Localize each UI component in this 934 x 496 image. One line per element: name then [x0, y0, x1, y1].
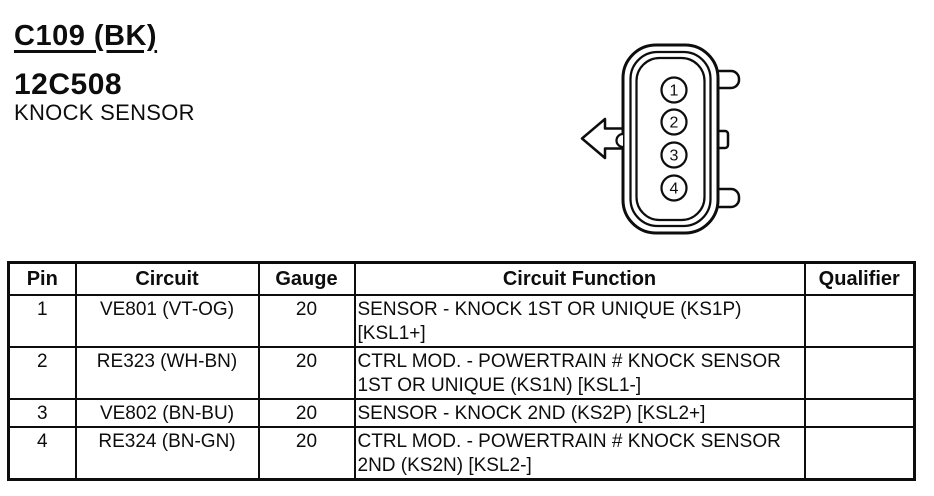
pin-cell: 4	[7, 426, 77, 481]
pin-2-label: 2	[670, 115, 679, 132]
pin-4-circle	[660, 174, 688, 202]
qualifier-cell	[803, 398, 916, 428]
column-header-pin: Pin	[7, 261, 77, 296]
circuit-cell: VE802 (BN-BU)	[74, 398, 260, 428]
gauge-cell: 20	[257, 426, 356, 481]
side-bump	[615, 132, 624, 149]
table-row: 2 RE323 (WH-BN) 20 CTRL MOD. - POWERTRAI…	[7, 346, 916, 400]
pin-1-label: 1	[670, 83, 679, 100]
gauge-cell: 20	[257, 346, 356, 400]
column-header-function: Circuit Function	[353, 261, 806, 296]
pinout-table: Pin Circuit Gauge Circuit Function Quali…	[7, 261, 916, 481]
table-row: 4 RE324 (BN-GN) 20 CTRL MOD. - POWERTRAI…	[7, 426, 916, 481]
circuit-cell: RE323 (WH-BN)	[74, 346, 260, 400]
pin-1-circle	[660, 76, 688, 104]
pin-2-circle	[660, 108, 688, 136]
gauge-cell: 20	[257, 294, 356, 348]
gauge-cell: 20	[257, 398, 356, 428]
component-name: KNOCK SENSOR	[14, 100, 195, 125]
table-row: 1 VE801 (VT-OG) 20 SENSOR - KNOCK 1ST OR…	[7, 294, 916, 348]
qualifier-cell	[803, 294, 916, 348]
pin-cavity-outline	[635, 56, 706, 222]
pin-4-label: 4	[670, 181, 679, 198]
column-header-gauge: Gauge	[257, 261, 356, 296]
circuit-cell: RE324 (BN-GN)	[74, 426, 260, 481]
function-cell: SENSOR - KNOCK 2ND (KS2P) [KSL2+]	[353, 398, 806, 428]
function-cell: CTRL MOD. - POWERTRAIN # KNOCK SENSOR 2N…	[353, 426, 806, 481]
connector-diagram: 1 2 3 4	[580, 43, 741, 235]
function-cell: CTRL MOD. - POWERTRAIN # KNOCK SENSOR 1S…	[353, 346, 806, 400]
pin-cell: 2	[7, 346, 77, 400]
qualifier-cell	[803, 346, 916, 400]
connector-body-inner-outline	[629, 50, 712, 228]
pin-cell: 1	[7, 294, 77, 348]
pin-3-label: 3	[670, 148, 679, 165]
circuit-cell: VE801 (VT-OG)	[74, 294, 260, 348]
pin-cell: 3	[7, 398, 77, 428]
column-header-circuit: Circuit	[74, 261, 260, 296]
qualifier-cell	[803, 426, 916, 481]
connector-id-title: C109 (BK)	[14, 20, 158, 52]
column-header-qualifier: Qualifier	[803, 261, 916, 296]
function-cell: SENSOR - KNOCK 1ST OR UNIQUE (KS1P) [KSL…	[353, 294, 806, 348]
pin-circles: 1 2 3 4	[660, 76, 688, 202]
pin-3-circle	[660, 141, 688, 169]
part-number: 12C508	[14, 68, 123, 101]
table-row: 3 VE802 (BN-BU) 20 SENSOR - KNOCK 2ND (K…	[7, 398, 916, 428]
table-header-row: Pin Circuit Gauge Circuit Function Quali…	[7, 261, 916, 296]
